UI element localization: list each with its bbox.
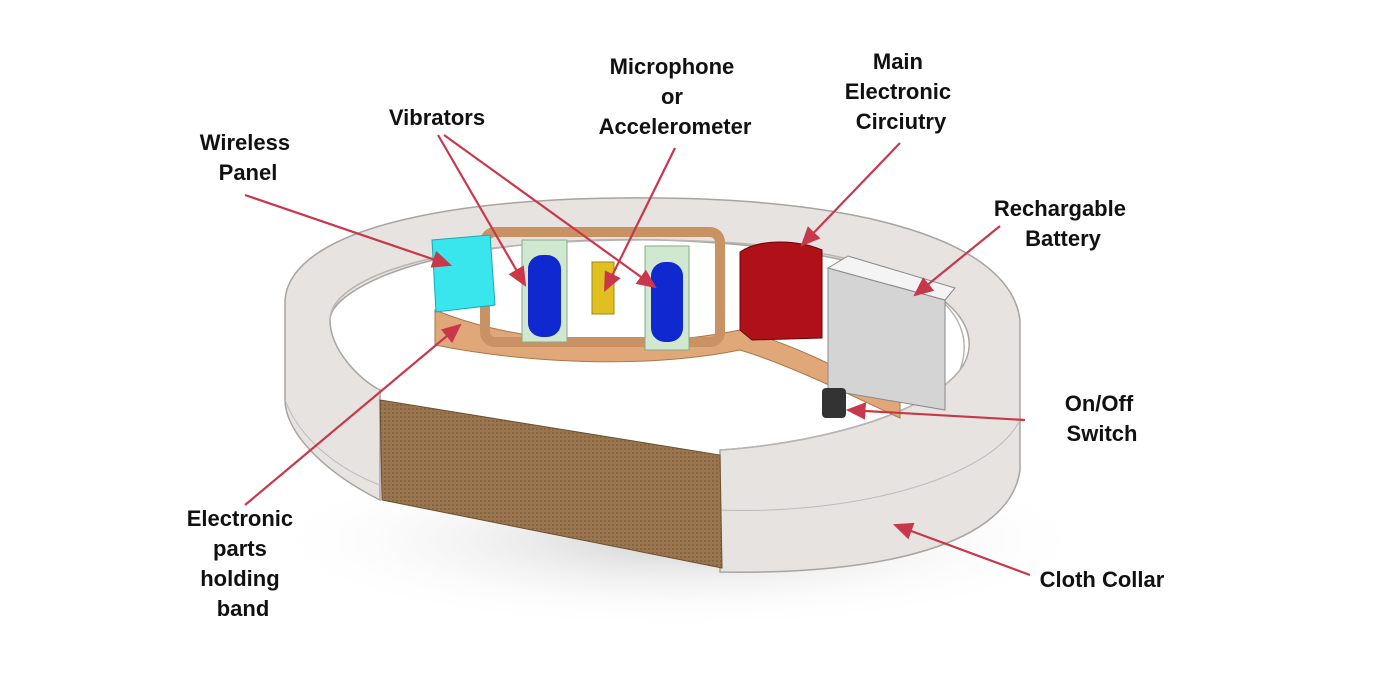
label-holding-band: Electronic parts holding band (187, 506, 300, 621)
label-switch: On/Off Switch (1065, 391, 1140, 446)
label-cloth-collar: Cloth Collar (1040, 567, 1165, 592)
arrow-wireless-panel (244, 193, 453, 268)
microphone (591, 261, 615, 315)
callout-arrows (244, 134, 1031, 577)
vibrator-right (644, 245, 690, 351)
arrow-switch (845, 402, 1026, 422)
arrow-microphone (604, 147, 676, 292)
label-microphone: Microphone or Accelerometer (599, 54, 752, 139)
arrow-battery (913, 225, 1001, 297)
label-battery: Rechargable Battery (994, 196, 1132, 251)
arrow-main-circuitry (800, 142, 901, 247)
wireless-panel (431, 234, 496, 313)
arrow-cloth-collar (892, 522, 1031, 577)
arrow-holding-band (244, 323, 462, 506)
on-off-switch (822, 388, 846, 418)
cloth-patch (379, 399, 723, 569)
label-wireless-panel: Wireless Panel (200, 130, 296, 185)
main-circuitry (739, 241, 823, 341)
label-main-circuitry: Main Electronic Circiutry (845, 49, 958, 134)
arrow-vibrator-left (437, 134, 527, 287)
vibrator-left (521, 239, 568, 343)
label-vibrators: Vibrators (389, 105, 485, 130)
